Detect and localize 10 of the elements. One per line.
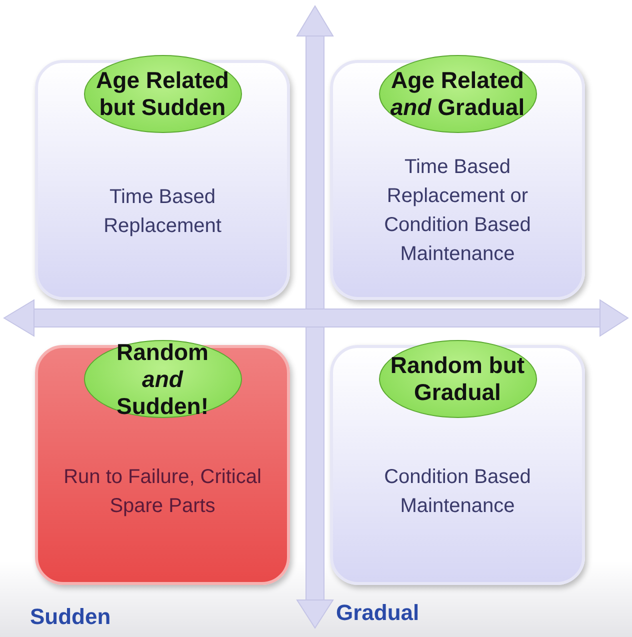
heading-text: Age Related but Sudden: [95, 67, 230, 121]
strategy-text: Time Based Replacement: [102, 185, 222, 239]
strategy-text: Condition Based Maintenance: [383, 465, 532, 519]
axis-label: Sudden: [30, 604, 111, 630]
heading-text: Random and Sudden!: [116, 338, 210, 420]
heading-text: Age Related and Gradual: [390, 67, 526, 121]
heading-text: Random but Gradual: [390, 352, 526, 406]
strategy-text: Time Based Replacement or Condition Based Maintenance: [383, 155, 532, 267]
axis-label: Gradual: [336, 600, 420, 626]
strategy-text: Run to Failure, Critical Spare Parts: [62, 465, 262, 519]
